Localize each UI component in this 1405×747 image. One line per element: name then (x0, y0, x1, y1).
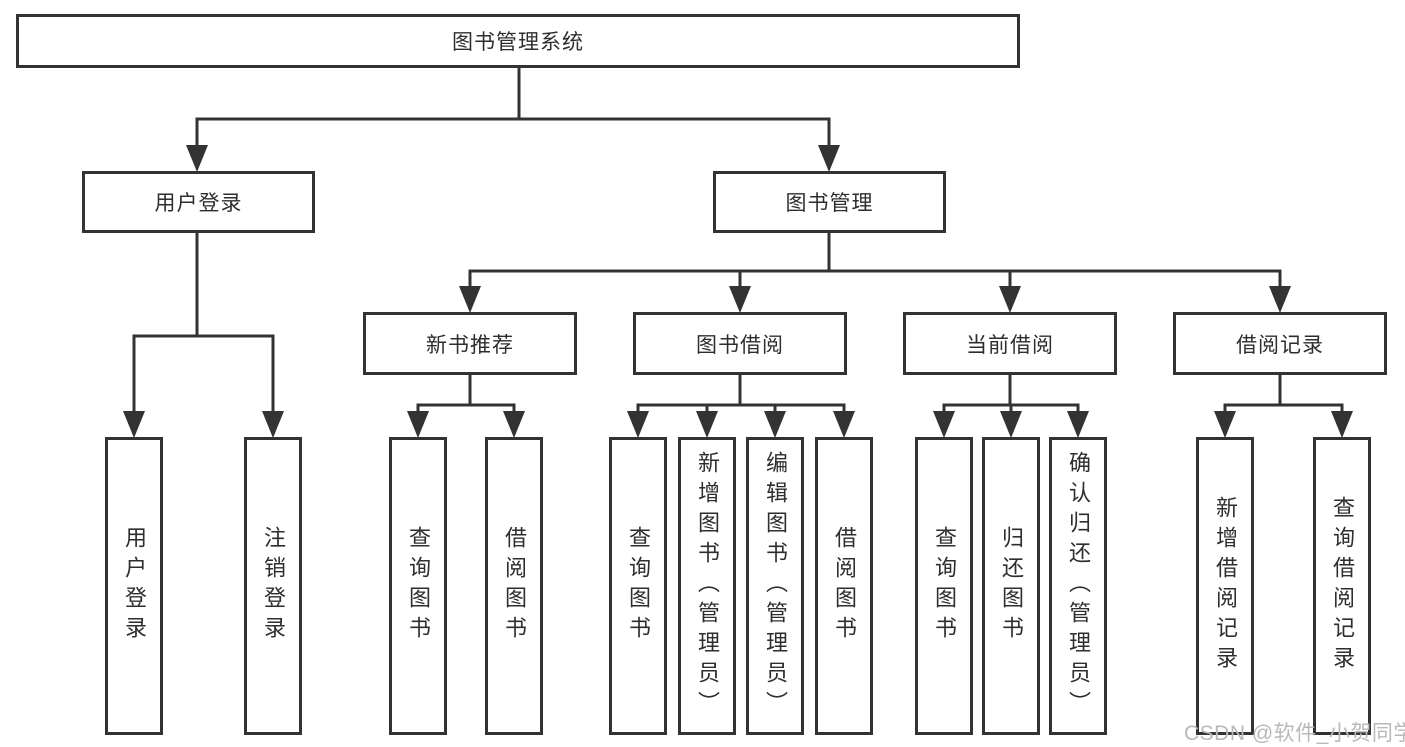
node-current-borrowing: 当前借阅 (903, 312, 1117, 375)
leaf-user-login: 用户登录 (105, 437, 163, 735)
node-borrowing-records: 借阅记录 (1173, 312, 1387, 375)
leaf-confirm-return-admin: 确认归还（管理员） (1049, 437, 1107, 735)
leaf-return-books: 归还图书 (982, 437, 1040, 735)
leaf-borrow-books-borrowing: 借阅图书 (815, 437, 873, 735)
leaf-logout: 注销登录 (244, 437, 302, 735)
node-library-management-system: 图书管理系统 (16, 14, 1020, 68)
csdn-watermark: CSDN @软件_小贺同学 (1184, 722, 1405, 745)
node-book-borrowing: 图书借阅 (633, 312, 847, 375)
leaf-query-borrow-record: 查询借阅记录 (1313, 437, 1371, 735)
leaf-edit-book-admin: 编辑图书（管理员） (746, 437, 804, 735)
leaf-query-books-borrowing: 查询图书 (609, 437, 667, 735)
node-new-book-recommendation: 新书推荐 (363, 312, 577, 375)
leaf-query-books-current: 查询图书 (915, 437, 973, 735)
leaf-add-book-admin: 新增图书（管理员） (678, 437, 736, 735)
leaf-query-books-recommend: 查询图书 (389, 437, 447, 735)
node-user-login: 用户登录 (82, 171, 315, 233)
node-book-management: 图书管理 (713, 171, 946, 233)
leaf-add-borrow-record: 新增借阅记录 (1196, 437, 1254, 735)
leaf-borrow-books-recommend: 借阅图书 (485, 437, 543, 735)
